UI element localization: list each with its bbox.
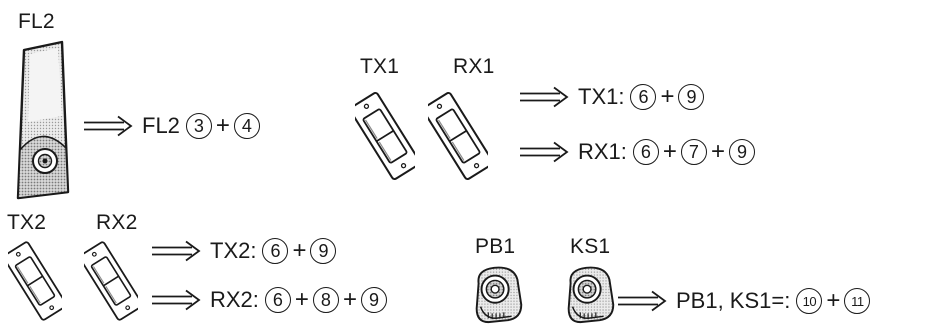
wall-switch-icon-rx2 <box>78 236 144 326</box>
wall-switch-icon-tx1 <box>350 86 420 186</box>
rx2-label: RX2 <box>96 211 138 234</box>
equation-prefix: TX1: <box>578 84 625 109</box>
floor-lamp-device-icon <box>16 40 70 200</box>
double-line-arrow-icon <box>520 86 570 108</box>
circled-number: 4 <box>233 113 260 139</box>
circled-number: 8 <box>312 287 339 313</box>
plus-sign: + <box>294 286 309 313</box>
fl2-label: FL2 <box>18 10 55 33</box>
circled-number: 6 <box>630 84 657 110</box>
plus-sign: + <box>292 237 307 264</box>
plus-sign: + <box>710 138 725 165</box>
equation-tx1: TX1: 6 + 9 <box>520 83 705 110</box>
equation-prefix: FL2 <box>142 113 180 138</box>
circled-number: 9 <box>728 139 755 165</box>
double-line-arrow-icon <box>520 141 570 163</box>
circled-number: 6 <box>264 287 291 313</box>
wall-switch-icon-tx2 <box>2 236 68 326</box>
circled-number: 9 <box>310 238 337 264</box>
equation-fl2: FL2 3 + 4 <box>84 113 260 139</box>
equation-rx2: RX2: 6 + 8 + 9 <box>152 287 387 313</box>
equation-prefix: RX2: <box>210 287 259 312</box>
equation-rx1: RX1: 6 + 7 + 9 <box>520 139 755 165</box>
pendant-button-icon-pb1 <box>468 262 528 326</box>
equation-prefix: RX1: <box>578 139 627 164</box>
circled-number: 9 <box>360 287 387 313</box>
pb1-label: PB1 <box>475 235 516 258</box>
equation-tx2: TX2: 6 + 9 <box>152 237 337 264</box>
equation-prefix: TX2: <box>210 238 257 263</box>
pendant-button-icon-ks1 <box>560 262 620 326</box>
double-line-arrow-icon <box>152 240 202 262</box>
ks1-label: KS1 <box>570 235 611 258</box>
circled-number: 6 <box>632 139 659 165</box>
plus-sign: + <box>660 83 675 110</box>
plus-sign: + <box>826 287 841 314</box>
tx2-label: TX2 <box>7 211 47 234</box>
plus-sign: + <box>662 138 677 165</box>
circled-number: 10 <box>796 288 823 314</box>
rx1-label: RX1 <box>453 55 495 78</box>
equation-pb1-ks1: PB1, KS1=: 10 + 11 <box>618 287 871 314</box>
equation-prefix: PB1, KS1=: <box>676 288 791 313</box>
circled-number: 11 <box>844 288 871 314</box>
circled-number: 9 <box>678 84 705 110</box>
double-line-arrow-icon <box>152 289 202 311</box>
double-line-arrow-icon <box>618 290 668 312</box>
wall-switch-icon-rx1 <box>423 86 493 186</box>
circled-number: 6 <box>262 238 289 264</box>
double-line-arrow-icon <box>84 115 134 137</box>
circled-number: 3 <box>185 113 212 139</box>
tx1-label: TX1 <box>360 55 400 78</box>
circled-number: 7 <box>680 139 707 165</box>
plus-sign: + <box>215 112 230 139</box>
plus-sign: + <box>342 286 357 313</box>
